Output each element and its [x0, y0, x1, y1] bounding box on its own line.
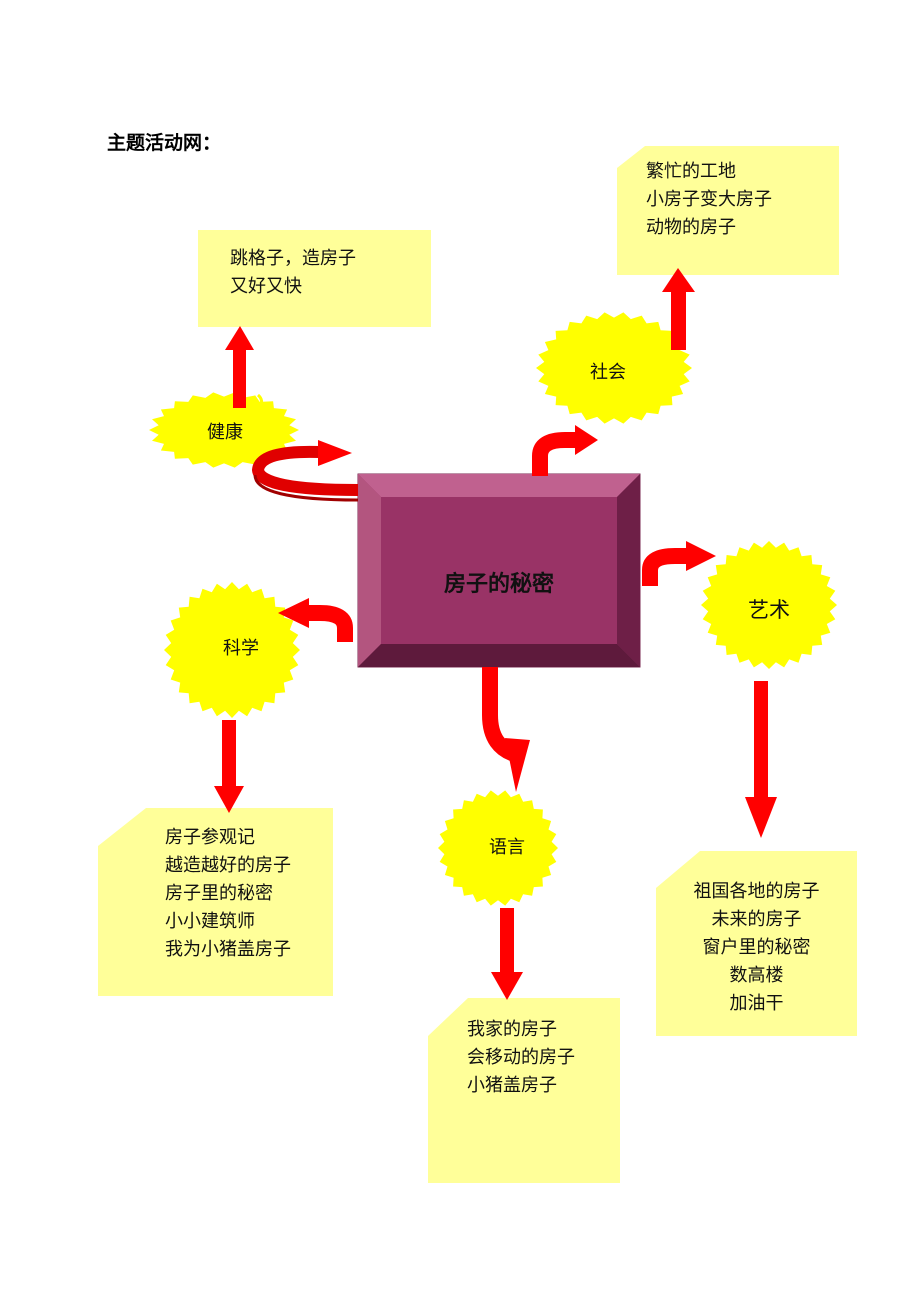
list-item: 房子参观记 — [165, 827, 255, 848]
list-item: 数高楼 — [729, 965, 784, 986]
burst-health — [149, 392, 299, 468]
list-item: 小小建筑师 — [165, 911, 255, 932]
note-society: 繁忙的工地 小房子变大房子 动物的房子 — [646, 158, 772, 242]
arrow-science-down — [214, 720, 244, 813]
note-society-box — [617, 146, 839, 275]
page-title: 主题活动网： — [107, 132, 222, 154]
burst-language — [438, 790, 558, 906]
note-science-box — [98, 808, 333, 996]
list-item: 动物的房子 — [646, 217, 736, 238]
list-item: 窗户里的秘密 — [702, 937, 811, 958]
burst-science — [164, 582, 300, 718]
note-art-box — [656, 851, 857, 1036]
health-label: 健康 — [207, 422, 243, 443]
burst-society — [536, 312, 692, 424]
note-health: 跳格子，造房子 又好又快 — [230, 245, 356, 301]
list-item: 未来的房子 — [711, 909, 802, 930]
list-item: 祖国各地的房子 — [693, 881, 820, 902]
list-item: 繁忙的工地 — [646, 161, 736, 182]
note-health-box — [198, 230, 431, 327]
center-title: 房子的秘密 — [443, 572, 554, 597]
arrow-center-to-language — [482, 667, 530, 792]
list-item: 越造越好的房子 — [165, 855, 291, 876]
arrow-health-up — [225, 326, 254, 408]
note-language: 我家的房子 会移动的房子 小猪盖房子 — [467, 1016, 575, 1100]
arrow-language-down — [491, 908, 523, 1000]
arrow-center-to-art — [642, 541, 716, 586]
list-item: 房子里的秘密 — [165, 883, 273, 904]
center-box — [357, 473, 641, 668]
list-item: 我为小猪盖房子 — [165, 939, 291, 960]
arrow-center-to-health — [251, 440, 359, 502]
list-item: 跳格子，造房子 — [230, 248, 356, 269]
note-science: 房子参观记 越造越好的房子 房子里的秘密 小小建筑师 我为小猪盖房子 — [165, 824, 291, 964]
language-label: 语言 — [489, 837, 525, 858]
list-item: 加油干 — [729, 993, 784, 1014]
arrow-center-to-society — [532, 425, 598, 476]
list-item: 我家的房子 — [467, 1019, 557, 1040]
arrow-society-up — [662, 268, 695, 350]
society-label: 社会 — [590, 362, 626, 383]
decorative-tick — [256, 393, 264, 409]
note-language-box — [428, 998, 620, 1183]
science-label: 科学 — [223, 638, 259, 659]
list-item: 小猪盖房子 — [467, 1075, 557, 1096]
list-item: 又好又快 — [230, 276, 302, 297]
art-label: 艺术 — [748, 598, 790, 622]
arrow-art-down — [745, 681, 777, 838]
list-item: 小房子变大房子 — [646, 189, 772, 210]
note-art: 祖国各地的房子 未来的房子 窗户里的秘密 数高楼 加油干 — [656, 878, 857, 1018]
burst-art — [701, 541, 837, 669]
list-item: 会移动的房子 — [467, 1047, 575, 1068]
arrow-center-to-science — [278, 598, 353, 642]
